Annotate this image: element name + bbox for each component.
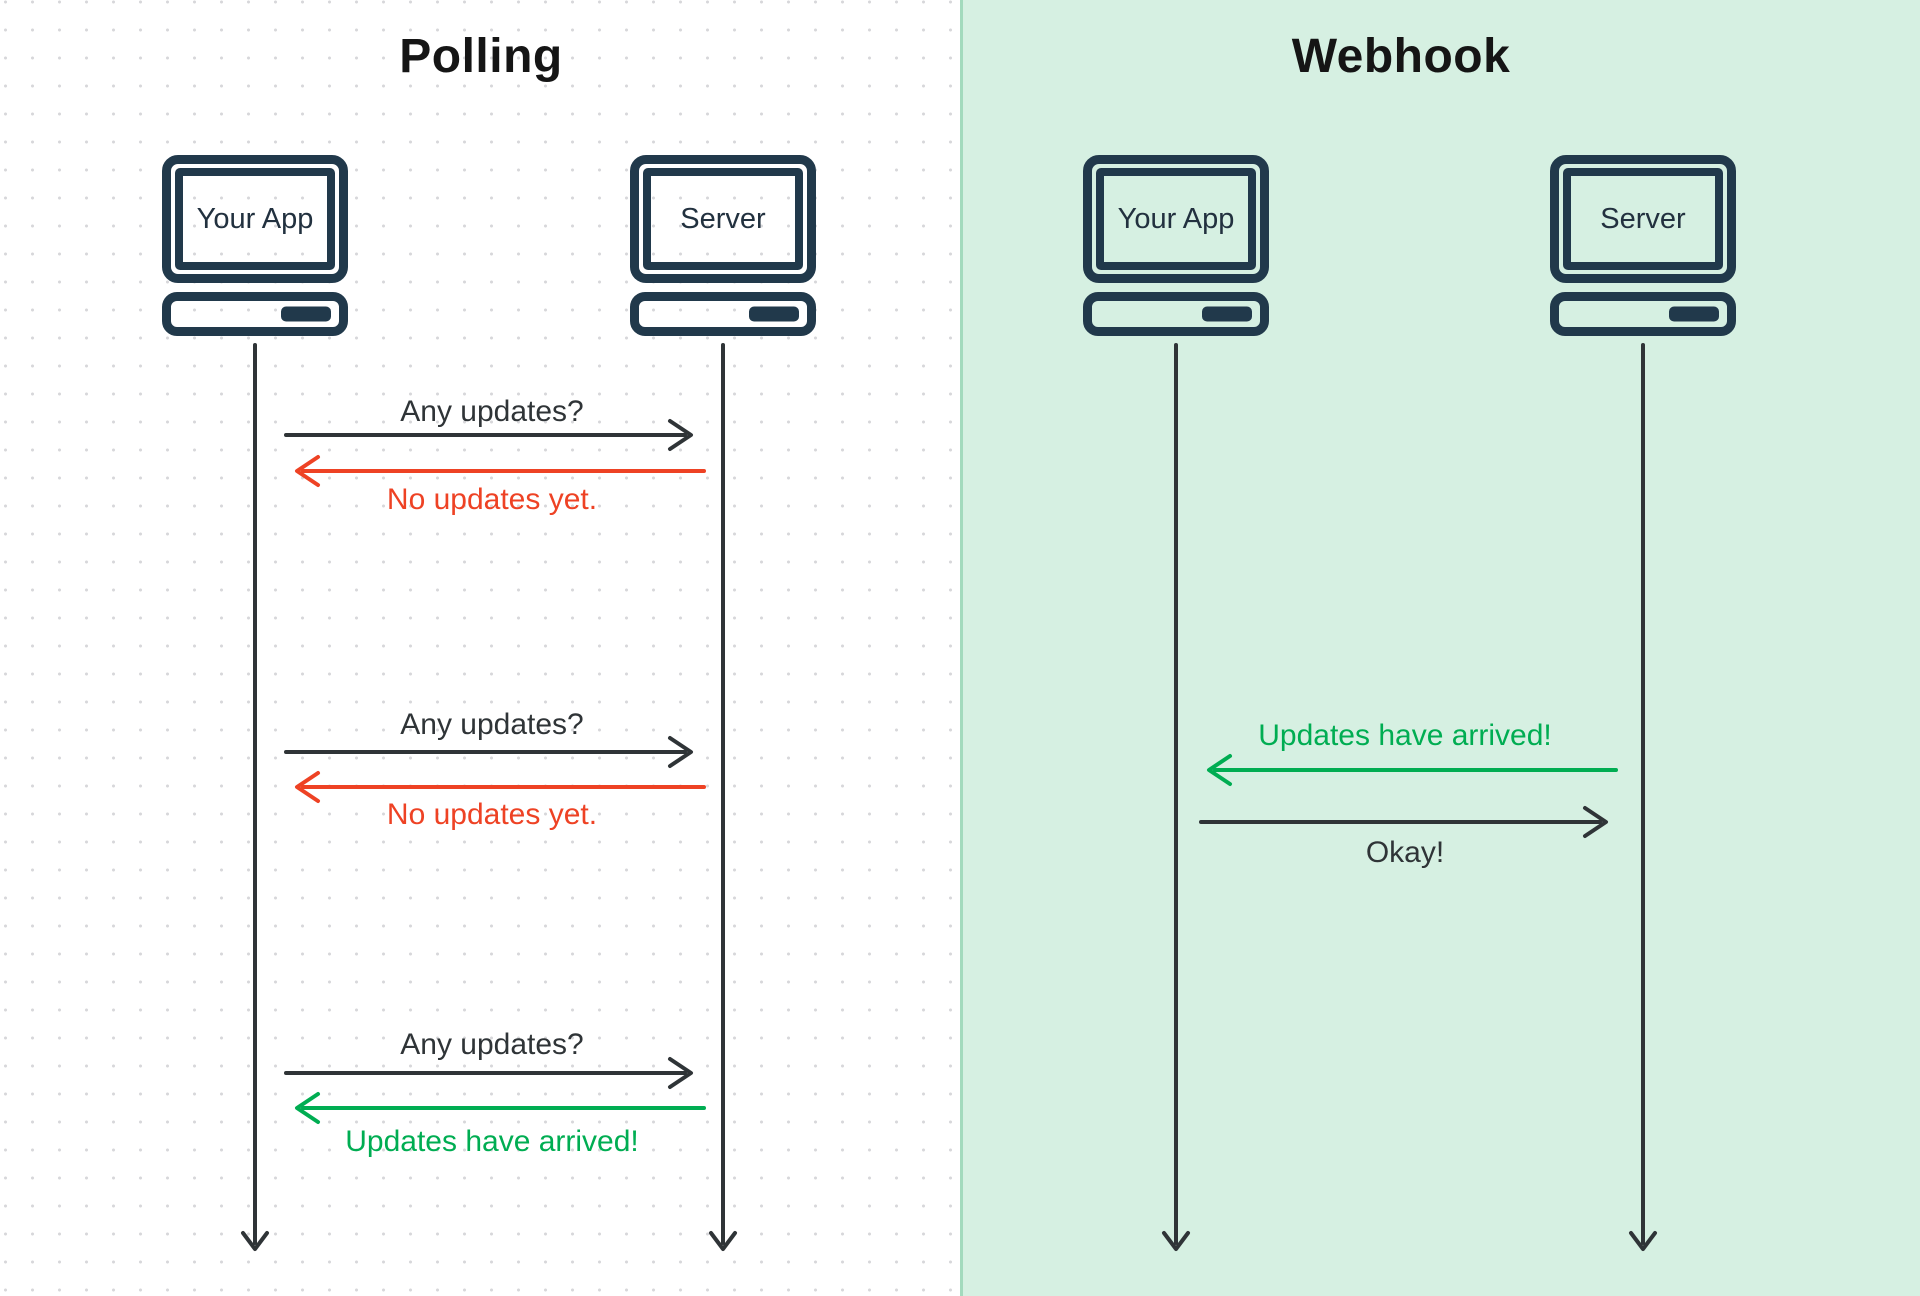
computer-label: Your App — [1117, 202, 1235, 235]
screen: Your App — [1096, 168, 1256, 270]
arrow-right-icon-webhook-ack — [1199, 806, 1608, 838]
lifeline-arrow-icon-polling-your-app — [241, 343, 269, 1251]
arrow-left-icon-response-3 — [295, 1092, 706, 1124]
computer-base-icon — [162, 292, 348, 336]
computer-icon-polling-your-app: Your App — [162, 155, 348, 336]
polling-request-label-2: Any updates? — [400, 708, 584, 741]
screen: Server — [1563, 168, 1723, 270]
base-slot-icon — [1669, 306, 1719, 322]
polling-request-label-1: Any updates? — [400, 395, 584, 428]
webhook-push-label: Updates have arrived! — [1258, 719, 1552, 752]
computer-label: Server — [680, 202, 766, 235]
polling-request-label-3: Any updates? — [400, 1028, 584, 1061]
screen: Server — [643, 168, 803, 270]
computer-icon-webhook-server: Server — [1550, 155, 1736, 336]
base-slot-icon — [281, 306, 331, 322]
computer-icon-webhook-your-app: Your App — [1083, 155, 1269, 336]
arrow-right-icon-request-1 — [284, 419, 693, 451]
computer-base-icon — [1083, 292, 1269, 336]
monitor-icon: Your App — [162, 155, 348, 283]
monitor-icon: Server — [1550, 155, 1736, 283]
panel-webhook — [960, 0, 1920, 1296]
arrow-right-icon-request-2 — [284, 736, 693, 768]
computer-label: Your App — [196, 202, 314, 235]
monitor-icon: Your App — [1083, 155, 1269, 283]
screen: Your App — [175, 168, 335, 270]
webhook-title: Webhook — [1291, 30, 1511, 83]
base-slot-icon — [1202, 306, 1252, 322]
lifeline-arrow-icon-polling-server — [709, 343, 737, 1251]
arrow-right-icon-request-3 — [284, 1057, 693, 1089]
computer-icon-polling-server: Server — [630, 155, 816, 336]
base-slot-icon — [749, 306, 799, 322]
polling-response-label-2: No updates yet. — [386, 798, 598, 831]
computer-base-icon — [630, 292, 816, 336]
lifeline-arrow-icon-webhook-your-app — [1162, 343, 1190, 1251]
polling-response-label-3: Updates have arrived! — [345, 1125, 639, 1158]
monitor-icon: Server — [630, 155, 816, 283]
arrow-left-icon-webhook-push — [1207, 754, 1618, 786]
lifeline-arrow-icon-webhook-server — [1629, 343, 1657, 1251]
webhook-ack-label: Okay! — [1365, 836, 1445, 869]
computer-base-icon — [1550, 292, 1736, 336]
polling-response-label-1: No updates yet. — [386, 483, 598, 516]
arrow-left-icon-response-2 — [295, 771, 706, 803]
computer-label: Server — [1600, 202, 1686, 235]
polling-title: Polling — [399, 30, 563, 83]
arrow-left-icon-response-1 — [295, 455, 706, 487]
